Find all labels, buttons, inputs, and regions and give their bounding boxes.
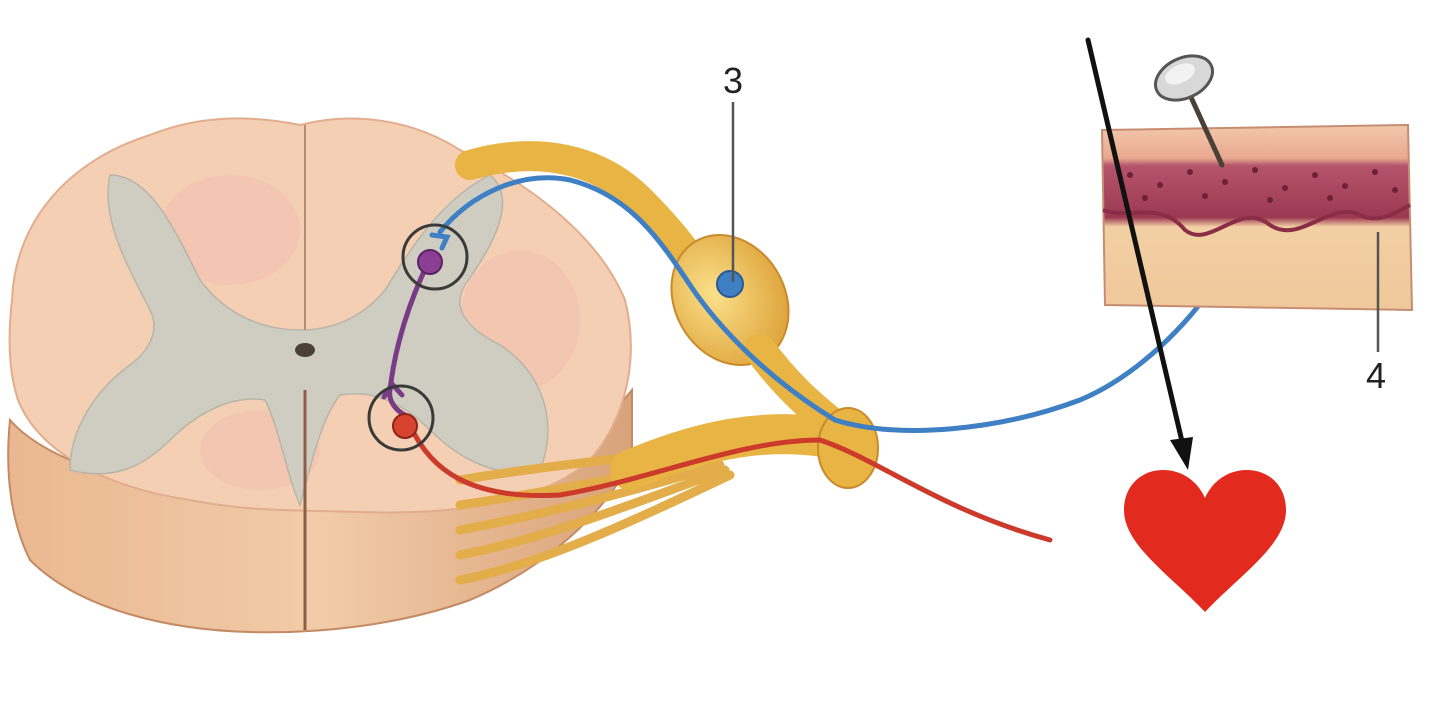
epidermis-cells (1127, 167, 1398, 203)
label-4: 4 (1366, 355, 1386, 396)
synapse-circle-lower (367, 384, 435, 452)
label-3: 3 (723, 60, 743, 101)
motor-neuron (392, 413, 1053, 543)
interneuron-cell-body (417, 249, 443, 275)
dorsal-column-tint (160, 175, 300, 285)
sensory-cell-body (716, 270, 744, 298)
central-canal (295, 343, 315, 357)
sensory-terminal (429, 232, 451, 251)
synapse-circle-upper (401, 223, 469, 291)
pin-icon (1154, 54, 1225, 168)
motor-cell-body (392, 413, 418, 439)
ventral-root (610, 414, 860, 490)
arrow-icon (1085, 37, 1193, 470)
spinal-nerve (817, 407, 879, 489)
nerve-roots (455, 141, 879, 490)
skin-section (1100, 54, 1414, 312)
callout-3: 3 (723, 60, 743, 282)
callout-4: 4 (1366, 232, 1386, 396)
motor-axon (407, 422, 1053, 543)
dermal-papillae (1102, 203, 1411, 237)
interneuron-axon (387, 260, 431, 418)
heart-icon (1124, 470, 1286, 612)
interneuron-terminal (381, 379, 405, 400)
interneuron (381, 249, 443, 418)
